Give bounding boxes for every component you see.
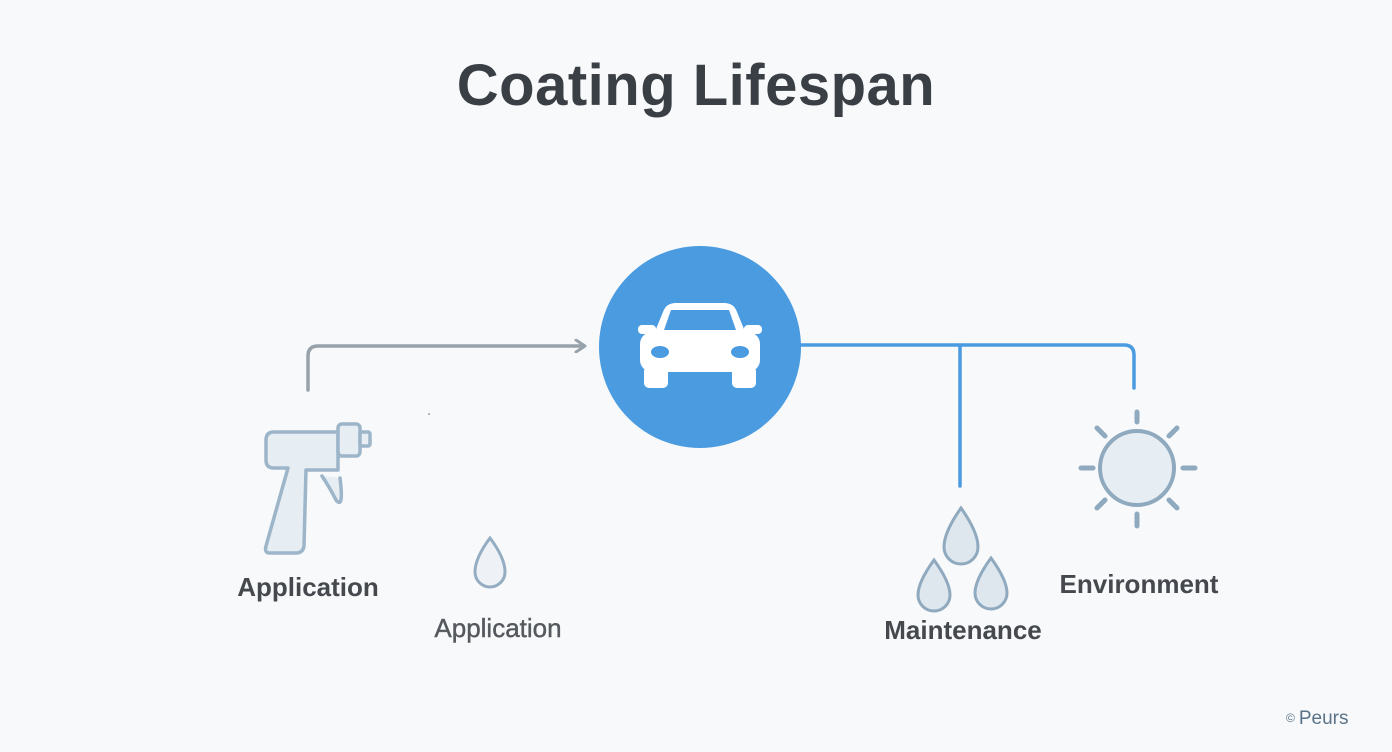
car-icon [638, 303, 762, 388]
droplet-icon [473, 535, 507, 589]
spray-gun-icon [263, 422, 372, 555]
environment-label: Environment [1059, 569, 1219, 599]
application-drop-label: Application [434, 613, 562, 643]
brand-mark: © [1286, 711, 1295, 725]
application-to-car-connector [306, 346, 584, 392]
diagram-title: Coating Lifespan [456, 53, 936, 118]
droplets-icon [916, 505, 1009, 613]
application-tool-label: Application [237, 572, 379, 602]
brand-watermark: ©Peurs [1286, 708, 1348, 730]
sun-icon [1078, 409, 1198, 529]
stray-dot [428, 413, 430, 415]
maintenance-label: Maintenance [884, 615, 1042, 645]
car-to-environment-connector [798, 343, 1136, 390]
car-node [599, 246, 801, 448]
brand-name: Peurs [1298, 708, 1349, 729]
